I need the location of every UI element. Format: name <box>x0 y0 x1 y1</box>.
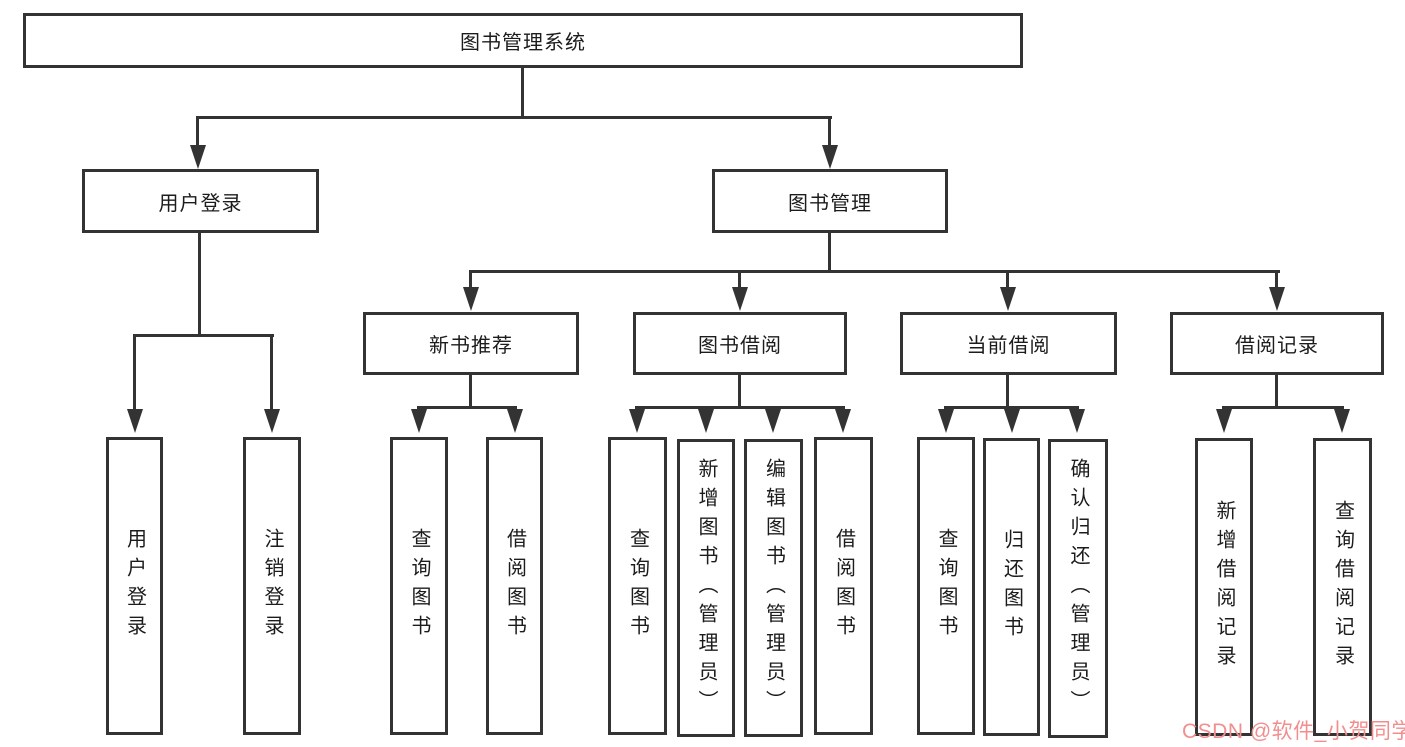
connector-line <box>417 406 517 409</box>
node-current-borrow-label: 当前借阅 <box>966 335 1051 357</box>
connector-line <box>133 334 136 412</box>
connector-line <box>469 270 1280 273</box>
node-book-borrow: 图书借阅 <box>633 312 847 375</box>
leaf-borrow-add-books: 新增图书（管理员） <box>677 439 735 737</box>
connector-line <box>196 116 832 119</box>
node-book-management-label: 图书管理 <box>788 192 872 215</box>
connector-line <box>944 406 1079 409</box>
leaf-borrow-edit-books: 编辑图书（管理员） <box>744 439 803 737</box>
leaf-records-add-record-label: 新增借阅记录 <box>1213 500 1235 674</box>
arrow-down-icon <box>1000 287 1016 311</box>
arrow-down-icon <box>1269 287 1285 311</box>
watermark: CSDN @软件_小贺同学 <box>1182 720 1405 743</box>
connector-line <box>828 116 831 148</box>
arrow-down-icon <box>765 409 781 433</box>
leaf-current-confirm-return-label: 确认归还（管理员） <box>1067 458 1089 719</box>
leaf-current-query-books-label: 查询图书 <box>935 528 957 644</box>
arrow-down-icon <box>1069 409 1085 433</box>
connector-line <box>635 406 845 409</box>
arrow-down-icon <box>698 409 714 433</box>
leaf-records-query-record: 查询借阅记录 <box>1313 438 1372 736</box>
node-borrow-records: 借阅记录 <box>1170 312 1384 375</box>
connector-line <box>521 68 524 118</box>
arrow-down-icon <box>822 145 838 169</box>
arrow-down-icon <box>1334 409 1350 433</box>
connector-line <box>1275 375 1278 409</box>
leaf-borrow-add-books-label: 新增图书（管理员） <box>695 457 717 719</box>
connector-line <box>133 334 274 337</box>
leaf-records-add-record: 新增借阅记录 <box>1195 438 1253 736</box>
connector-line <box>1275 270 1278 290</box>
arrow-down-icon <box>463 287 479 311</box>
connector-line <box>1222 406 1344 409</box>
connector-line <box>738 270 741 290</box>
node-new-book-recommend-label: 新书推荐 <box>429 335 513 357</box>
node-user-login: 用户登录 <box>82 169 319 233</box>
leaf-current-query-books: 查询图书 <box>917 437 975 735</box>
leaf-borrow-borrow-books-label: 借阅图书 <box>832 528 855 644</box>
leaf-user-login-label: 用户登录 <box>123 528 146 644</box>
arrow-down-icon <box>1004 409 1020 433</box>
node-current-borrow: 当前借阅 <box>900 312 1117 375</box>
leaf-logout: 注销登录 <box>243 437 301 735</box>
leaf-borrow-query-books: 查询图书 <box>608 437 667 735</box>
node-book-borrow-label: 图书借阅 <box>698 335 782 357</box>
arrow-down-icon <box>127 409 143 433</box>
arrow-down-icon <box>507 409 523 433</box>
arrow-down-icon <box>938 409 954 433</box>
leaf-newbook-query-books-label: 查询图书 <box>408 528 430 644</box>
connector-line <box>198 233 201 337</box>
leaf-current-return-books: 归还图书 <box>983 438 1040 736</box>
leaf-borrow-edit-books-label: 编辑图书（管理员） <box>762 457 785 719</box>
connector-line <box>196 116 199 148</box>
arrow-down-icon <box>264 409 280 433</box>
leaf-newbook-borrow-books-label: 借阅图书 <box>503 528 526 644</box>
leaf-current-return-books-label: 归还图书 <box>1000 529 1023 645</box>
leaf-logout-label: 注销登录 <box>261 528 283 644</box>
arrow-down-icon <box>1216 409 1232 433</box>
node-user-login-label: 用户登录 <box>158 192 243 215</box>
leaf-records-query-record-label: 查询借阅记录 <box>1331 500 1354 674</box>
node-root-label: 图书管理系统 <box>460 32 586 54</box>
connector-line <box>270 334 273 412</box>
arrow-down-icon <box>835 409 851 433</box>
arrow-down-icon <box>629 409 645 433</box>
connector-line <box>738 375 741 409</box>
leaf-user-login: 用户登录 <box>106 437 163 735</box>
leaf-newbook-borrow-books: 借阅图书 <box>486 437 543 735</box>
node-borrow-records-label: 借阅记录 <box>1235 335 1319 357</box>
connector-line <box>828 233 831 273</box>
leaf-current-confirm-return: 确认归还（管理员） <box>1048 439 1108 738</box>
node-book-management: 图书管理 <box>712 169 948 233</box>
connector-line <box>1006 375 1009 409</box>
node-new-book-recommend: 新书推荐 <box>363 312 579 375</box>
arrow-down-icon <box>411 409 427 433</box>
leaf-borrow-query-books-label: 查询图书 <box>626 528 649 644</box>
arrow-down-icon <box>732 287 748 311</box>
leaf-newbook-query-books: 查询图书 <box>390 437 448 735</box>
connector-line <box>469 375 472 409</box>
arrow-down-icon <box>190 145 206 169</box>
node-root: 图书管理系统 <box>23 13 1023 68</box>
connector-line <box>469 270 472 290</box>
leaf-borrow-borrow-books: 借阅图书 <box>814 437 873 735</box>
connector-line <box>1006 270 1009 290</box>
